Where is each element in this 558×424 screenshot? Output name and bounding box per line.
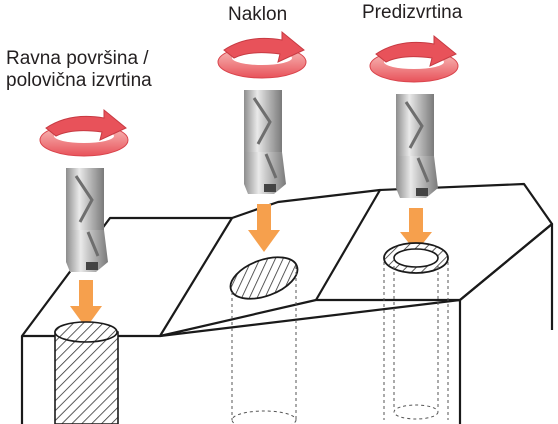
drill-tool-icon xyxy=(244,90,286,194)
half-hole xyxy=(54,321,119,424)
label-flat-surface-line1: Ravna površina / xyxy=(6,48,149,69)
station-flat xyxy=(39,108,129,424)
station-incline xyxy=(217,30,307,424)
incline-hole xyxy=(229,256,299,424)
label-incline: Naklon xyxy=(228,4,288,25)
feed-down-arrow-icon xyxy=(400,208,432,252)
drill-tool-icon xyxy=(396,94,438,198)
label-predrill: Predizvrtina xyxy=(362,2,463,23)
predrill-hole xyxy=(383,242,449,420)
rotation-arrow-icon xyxy=(217,30,307,79)
feed-down-arrow-icon xyxy=(248,204,280,252)
rotation-arrow-icon xyxy=(369,34,459,83)
feed-down-arrow-icon xyxy=(70,280,102,328)
rotation-arrow-icon xyxy=(39,108,129,157)
station-predrill xyxy=(369,34,459,420)
label-flat-surface-line2: polovična izvrtina xyxy=(6,70,152,91)
drill-tool-icon xyxy=(66,168,108,272)
block-incline-edge-right xyxy=(315,189,381,301)
block-incline-edge-left xyxy=(159,217,233,337)
block-front-face xyxy=(20,222,554,424)
label-flat-surface: Ravna površina / polovična izvrtina xyxy=(6,48,152,92)
